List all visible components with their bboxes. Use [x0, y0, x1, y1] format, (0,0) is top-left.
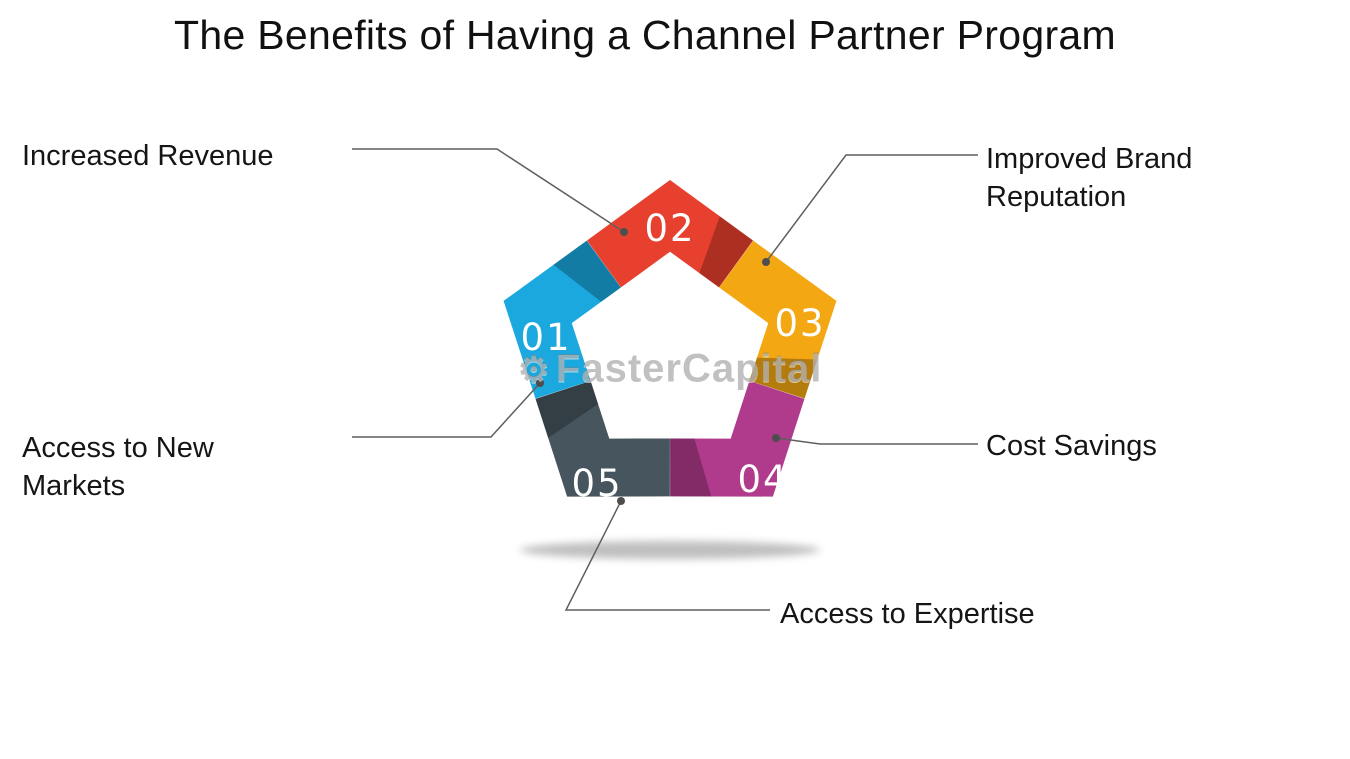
page-title: The Benefits of Having a Channel Partner…	[174, 12, 1116, 58]
dot-access-to-new-markets	[536, 379, 544, 387]
segment-01-number: 01	[520, 316, 571, 359]
line-access-to-expertise	[564, 500, 770, 611]
segment-02: 02	[587, 180, 753, 288]
segment-05: 05	[499, 360, 698, 546]
pentagon-shadow	[520, 541, 820, 559]
segment-05-shape	[499, 360, 698, 546]
segment-05-number: 05	[571, 462, 622, 505]
callout-cost-savings: Cost Savings	[986, 430, 1157, 462]
callout-lines	[352, 148, 978, 611]
dot-increased-revenue	[620, 228, 628, 236]
segment-03-number: 03	[774, 302, 825, 345]
line-increased-revenue	[352, 148, 625, 233]
callout-increased-revenue: Increased Revenue	[22, 140, 274, 172]
segment-02-number: 02	[644, 207, 695, 250]
segment-01: 01	[477, 221, 632, 414]
segment-03: 03	[708, 221, 863, 414]
segment-04-number: 04	[737, 458, 788, 501]
callout-access-to-expertise: Access to Expertise	[780, 598, 1035, 630]
dot-improved-brand-reputation	[762, 258, 770, 266]
line-access-to-new-markets	[352, 382, 541, 438]
callout-improved-brand-reputation: Improved Brand Reputation	[986, 143, 1193, 214]
segment-04: 04	[642, 360, 841, 546]
dot-cost-savings	[772, 434, 780, 442]
dot-access-to-expertise	[617, 497, 625, 505]
line-improved-brand-reputation	[765, 154, 978, 263]
line-cost-savings	[775, 437, 978, 445]
callout-access-to-new-markets: Access to New Markets	[22, 432, 214, 503]
